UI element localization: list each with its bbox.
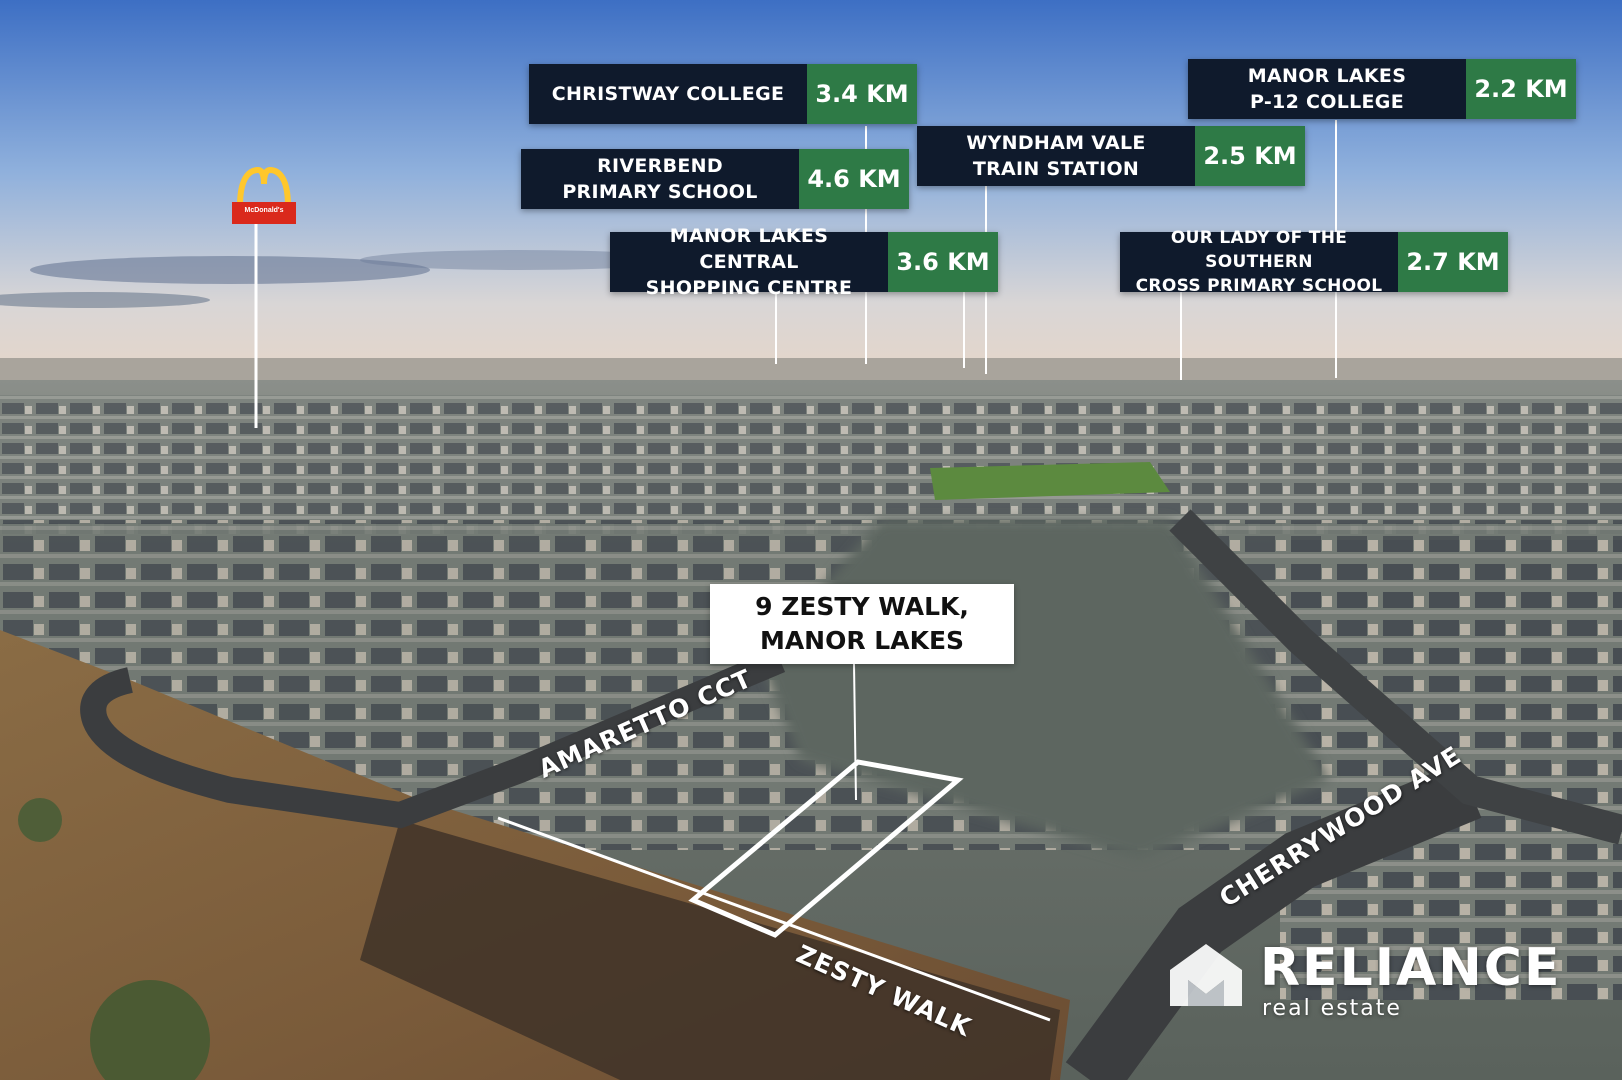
property-address-label: 9 ZESTY WALK, MANOR LAKES xyxy=(710,584,1014,664)
reliance-house-icon xyxy=(1170,944,1242,1006)
poi-manor-lakes-college: MANOR LAKES P-12 COLLEGE 2.2 KM xyxy=(1188,59,1576,119)
poi-distance: 3.4 KM xyxy=(807,64,917,124)
poi-distance: 3.6 KM xyxy=(888,232,998,292)
poi-christway-college: CHRISTWAY COLLEGE 3.4 KM xyxy=(529,64,917,124)
brand-name: RELIANCE xyxy=(1260,938,1562,998)
poi-distance: 2.7 KM xyxy=(1398,232,1508,292)
poi-riverbend-primary: RIVERBEND PRIMARY SCHOOL 4.6 KM xyxy=(521,149,909,209)
poi-manor-lakes-shopping: MANOR LAKES CENTRAL SHOPPING CENTRE 3.6 … xyxy=(610,225,998,299)
brand-tagline: real estate xyxy=(1262,996,1402,1021)
poi-distance: 4.6 KM xyxy=(799,149,909,209)
reliance-brand-logo: RELIANCE real estate xyxy=(1166,930,1566,1021)
poi-name: OUR LADY OF THE SOUTHERN CROSS PRIMARY S… xyxy=(1135,228,1383,296)
poi-distance: 2.5 KM xyxy=(1195,126,1305,186)
poi-name: RIVERBEND PRIMARY SCHOOL xyxy=(562,155,758,203)
poi-name: MANOR LAKES P-12 COLLEGE xyxy=(1247,65,1407,113)
poi-our-lady-primary: OUR LADY OF THE SOUTHERN CROSS PRIMARY S… xyxy=(1120,228,1508,296)
mcdonalds-logo-icon: McDonald's xyxy=(232,166,296,226)
mcdonalds-sign-text: McDonald's xyxy=(244,207,284,214)
poi-distance: 2.2 KM xyxy=(1466,59,1576,119)
poi-name: WYNDHAM VALE TRAIN STATION xyxy=(966,132,1146,180)
poi-wyndham-vale-station: WYNDHAM VALE TRAIN STATION 2.5 KM xyxy=(917,126,1305,186)
poi-name: MANOR LAKES CENTRAL SHOPPING CENTRE xyxy=(645,225,853,299)
poi-name: CHRISTWAY COLLEGE xyxy=(551,83,785,105)
